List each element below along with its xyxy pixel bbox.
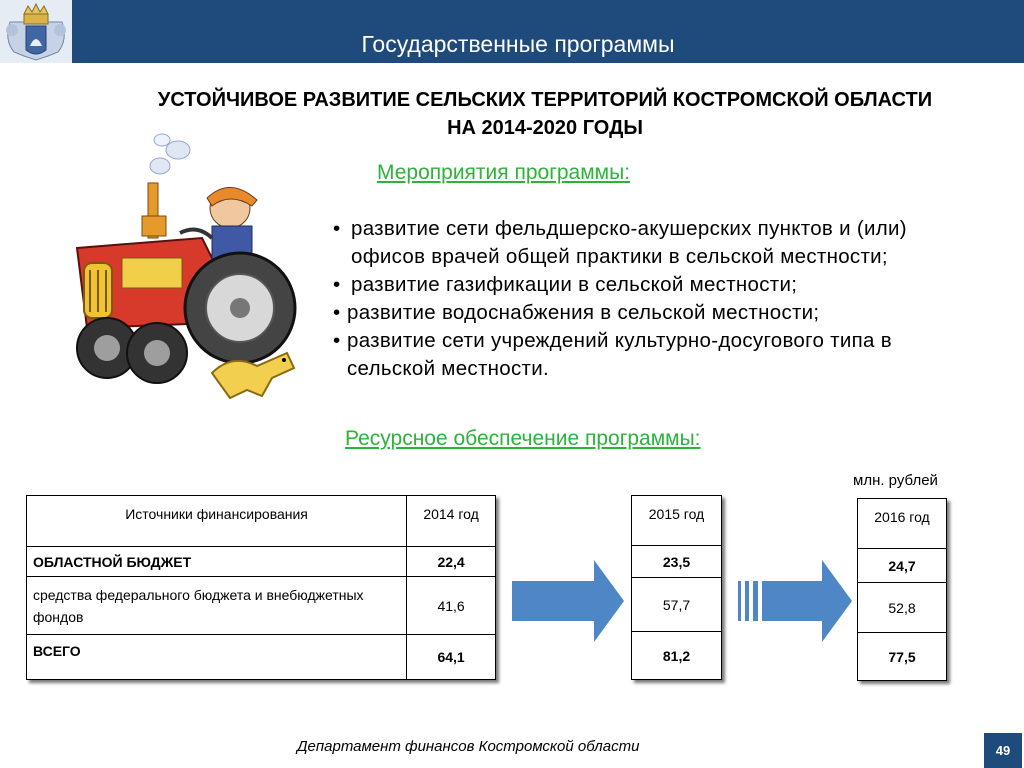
table-header-row: 2016 год xyxy=(857,498,947,549)
row-value: 22,4 xyxy=(406,546,496,577)
funding-table-2016: 2016 год 24,7 52,8 77,5 xyxy=(857,498,947,681)
list-item: • развитие водоснабжения в сельской мест… xyxy=(333,299,1013,327)
row-value: 23,5 xyxy=(631,545,722,578)
program-title-line2: НА 2014-2020 ГОДЫ xyxy=(447,117,643,139)
row-value: 41,6 xyxy=(406,576,496,635)
bullet-icon: • xyxy=(333,273,341,296)
tractor-illustration xyxy=(62,128,307,408)
arrow-right-icon xyxy=(512,560,624,642)
row-label: средства федерального бюджета и внебюдже… xyxy=(25,576,408,635)
program-title: УСТОЙЧИВОЕ РАЗВИТИЕ СЕЛЬСКИХ ТЕРРИТОРИЙ … xyxy=(80,86,1010,142)
row-value: 81,2 xyxy=(631,631,722,680)
row-label: ОБЛАСТНОЙ БЮДЖЕТ xyxy=(25,546,408,577)
column-header-year: 2014 год xyxy=(406,495,496,547)
list-item: • развитие сети фельдшерско-акушерских п… xyxy=(333,217,907,268)
table-header-row: Источники финансирования 2014 год xyxy=(25,495,496,547)
funding-table-2014: Источники финансирования 2014 год ОБЛАСТ… xyxy=(25,495,496,680)
table-row: 77,5 xyxy=(857,632,947,681)
row-value: 52,8 xyxy=(857,582,947,633)
list-item: • развитие газификации в сельской местно… xyxy=(333,271,1013,299)
row-value: 24,7 xyxy=(857,548,947,583)
bullet-icon: • xyxy=(333,301,341,324)
table-row: 81,2 xyxy=(631,631,722,680)
activities-list: • развитие сети фельдшерско-акушерских п… xyxy=(333,215,1013,383)
bullet-icon: • xyxy=(333,329,341,352)
footer-text: Департамент финансов Костромской области xyxy=(297,738,640,755)
coat-of-arms-logo xyxy=(0,0,72,63)
column-header-source: Источники финансирования xyxy=(25,495,408,547)
program-title-line1: УСТОЙЧИВОЕ РАЗВИТИЕ СЕЛЬСКИХ ТЕРРИТОРИЙ … xyxy=(157,89,933,111)
page-number: 49 xyxy=(984,733,1022,768)
arrow-right-icon xyxy=(738,560,852,642)
row-label: ВСЕГО xyxy=(25,634,408,680)
table-row: 52,8 xyxy=(857,582,947,633)
table-header-row: 2015 год xyxy=(631,495,722,546)
unit-label: млн. рублей xyxy=(853,472,938,489)
resources-heading: Ресурсное обеспечение программы: xyxy=(345,427,701,450)
bullet-icon: • xyxy=(333,217,341,240)
row-value: 57,7 xyxy=(631,577,722,632)
table-row: ВСЕГО 64,1 xyxy=(25,634,496,680)
page-title: Государственные программы xyxy=(361,31,675,57)
row-value: 77,5 xyxy=(857,632,947,681)
table-row: 57,7 xyxy=(631,577,722,632)
table-row: 23,5 xyxy=(631,545,722,578)
row-value: 64,1 xyxy=(406,634,496,680)
table-row: 24,7 xyxy=(857,548,947,583)
funding-table-2015: 2015 год 23,5 57,7 81,2 xyxy=(631,495,722,680)
table-row: ОБЛАСТНОЙ БЮДЖЕТ 22,4 xyxy=(25,546,496,577)
column-header-year: 2015 год xyxy=(631,495,722,546)
header-bar xyxy=(0,0,1024,63)
column-header-year: 2016 год xyxy=(857,498,947,549)
activities-heading: Мероприятия программы: xyxy=(377,161,631,184)
table-row: средства федерального бюджета и внебюдже… xyxy=(25,576,496,635)
list-item: • развитие сети учреждений культурно-дос… xyxy=(333,329,892,380)
